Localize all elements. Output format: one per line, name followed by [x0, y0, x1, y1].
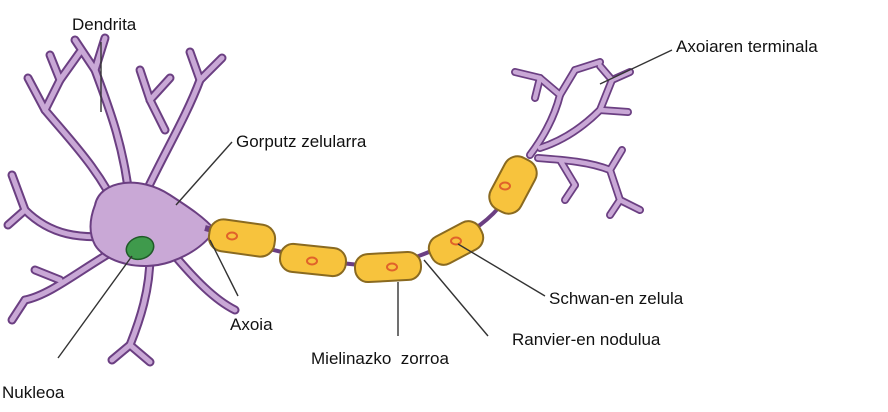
label-dendrite: Dendrita: [72, 15, 137, 34]
cell-body: [90, 183, 215, 266]
myelin-segment: [424, 217, 488, 270]
label-axon: Axoia: [230, 315, 273, 334]
label-cell-body: Gorputz zelularra: [236, 132, 367, 151]
label-axon-terminal: Axoiaren terminala: [676, 37, 818, 56]
pointer-cell-body: [176, 142, 232, 205]
pointer-nucleus: [58, 256, 132, 358]
label-nucleus: Nukleoa: [2, 383, 65, 402]
myelin-segment: [279, 243, 348, 278]
axon-terminals: [515, 62, 640, 215]
label-myelin-sheath: Mielinazko zorroa: [311, 349, 449, 368]
pointer-schwann-cell: [458, 244, 545, 296]
pointer-node-of-ranvier: [424, 260, 488, 336]
myelin-segment: [207, 218, 277, 259]
pointer-axon-terminal: [600, 50, 672, 84]
myelin-segment: [484, 151, 541, 218]
label-schwann-cell: Schwan-en zelula: [549, 289, 684, 308]
label-node-of-ranvier: Ranvier-en nodulua: [512, 330, 661, 349]
